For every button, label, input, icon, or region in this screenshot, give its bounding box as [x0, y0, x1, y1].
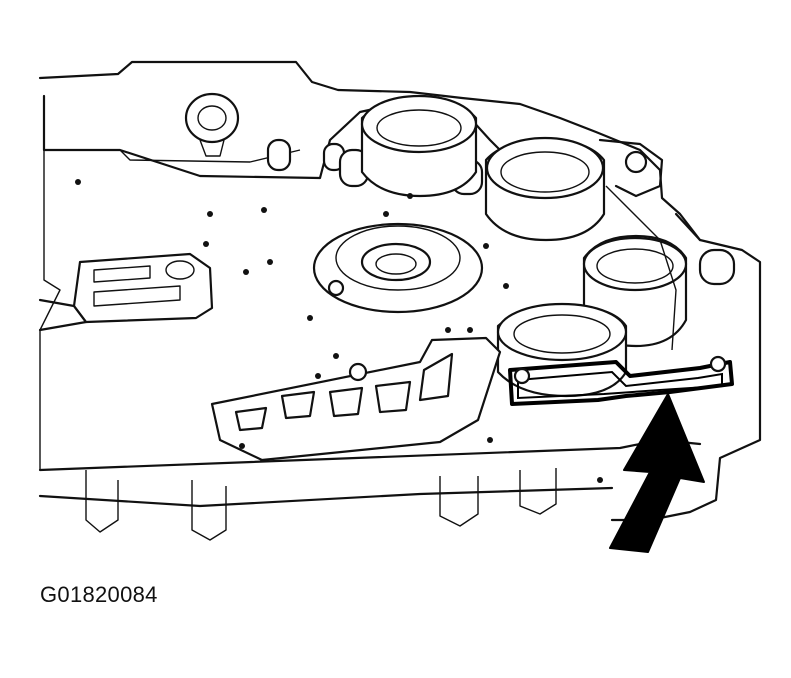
- bottom-rail: [38, 438, 702, 541]
- upper-bore-left: [360, 94, 478, 198]
- figure-code: G01820084: [40, 582, 158, 607]
- lower-manifold: [210, 336, 502, 462]
- valve-body-illustration: [38, 60, 762, 553]
- arrow-pointer-icon: [609, 393, 705, 553]
- mounting-holes: [75, 179, 603, 483]
- highlighted-gasket: [508, 355, 734, 406]
- case-outline: [38, 60, 762, 522]
- upper-bore-right: [484, 136, 606, 242]
- center-boss: [312, 222, 484, 314]
- left-slotted-block: [38, 252, 214, 332]
- ring-boss: [184, 92, 240, 144]
